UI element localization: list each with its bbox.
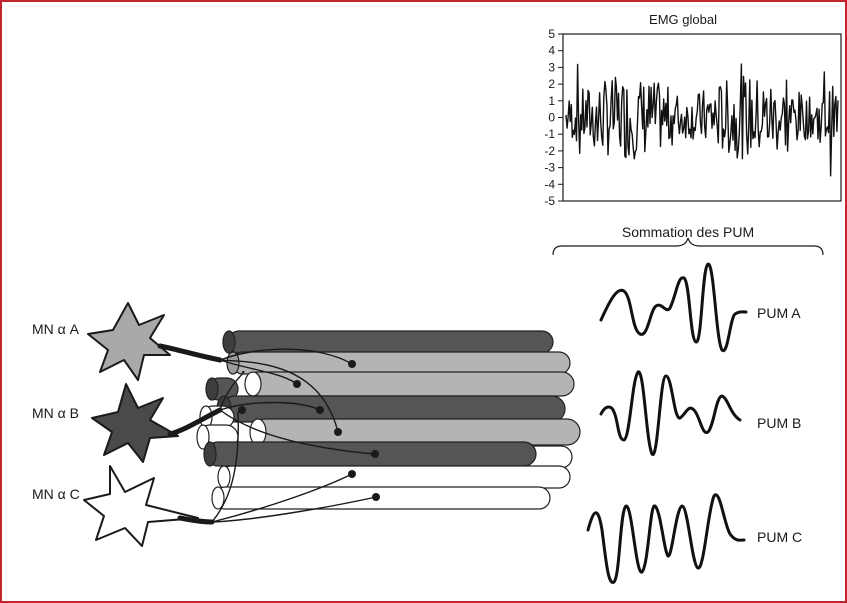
motor-neuron-a — [87, 302, 223, 381]
motor-neuron-b — [91, 383, 223, 463]
endplate-dots — [238, 360, 380, 501]
axon-branches — [211, 348, 377, 523]
emg-y-tick-label: 1 — [548, 94, 555, 108]
emg-y-tick-label: -4 — [544, 177, 555, 191]
summation-label: Sommation des PUM — [622, 224, 754, 240]
neuron-label-b: MN α B — [32, 405, 79, 421]
emg-y-axis: 5 4 3 2 1 0 -1 -2 -3 -4 -5 — [544, 27, 563, 208]
pum-label-c: PUM C — [757, 529, 802, 545]
emg-panel: EMG global 5 4 3 2 1 0 -1 -2 -3 -4 -5 — [544, 12, 842, 208]
endplate — [334, 428, 342, 436]
muscle-fibers — [196, 330, 581, 510]
endplate — [316, 406, 324, 414]
neuron-soma-a — [87, 302, 171, 381]
pum-waveforms — [586, 262, 748, 584]
emg-y-tick-label: 4 — [548, 44, 555, 58]
muscle-fiber — [217, 465, 571, 489]
pum-b-wave — [599, 370, 742, 456]
endplate — [372, 493, 380, 501]
summation-brace — [552, 237, 824, 256]
muscle-fiber — [249, 418, 581, 446]
pum-a-wave — [599, 262, 748, 352]
neuron-soma-c — [83, 465, 199, 547]
axon-b — [167, 407, 223, 437]
emg-y-tick-label: 0 — [548, 111, 555, 125]
emg-y-tick-label: -3 — [544, 161, 555, 175]
emg-y-tick-label: 5 — [548, 27, 555, 41]
endplate — [348, 360, 356, 368]
emg-y-tick-label: -1 — [544, 127, 555, 141]
emg-y-tick-label: 3 — [548, 60, 555, 74]
emg-y-tick-label: -2 — [544, 144, 555, 158]
emg-y-tick-label: -5 — [544, 194, 555, 208]
muscle-fiber — [222, 330, 554, 354]
muscle-fiber — [226, 351, 571, 375]
pum-label-b: PUM B — [757, 415, 801, 431]
endplate — [293, 380, 301, 388]
axon-a — [157, 343, 223, 363]
muscle-fiber — [211, 486, 551, 510]
muscle-fiber — [244, 371, 575, 397]
endplate — [348, 470, 356, 478]
neuron-soma-b — [91, 383, 179, 463]
emg-y-tick-label: 2 — [548, 77, 555, 91]
neuron-label-c: MN α C — [32, 486, 80, 502]
emg-title: EMG global — [649, 12, 717, 27]
endplate — [371, 450, 379, 458]
neuron-label-a: MN α A — [32, 321, 80, 337]
muscle-fiber — [216, 395, 566, 423]
pum-label-a: PUM A — [757, 305, 801, 321]
endplate — [238, 406, 246, 414]
axon-c — [177, 515, 215, 525]
summation-group: Sommation des PUM — [552, 224, 824, 256]
emg-trace — [565, 63, 839, 177]
pum-c-wave — [586, 493, 746, 584]
muscle-fiber — [205, 377, 239, 401]
motor-neuron-c — [83, 465, 215, 547]
